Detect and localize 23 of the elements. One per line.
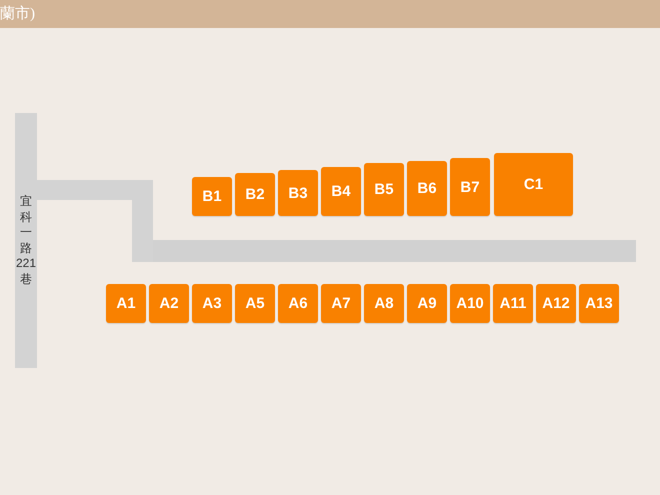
parking-space: B6 [407,161,447,216]
parking-space: B4 [321,167,361,216]
road [15,113,37,368]
parking-space: A13 [579,284,619,323]
parking-space: C1 [494,153,573,216]
parking-space: B1 [192,177,232,216]
parking-space: A9 [407,284,447,323]
parking-space: A2 [149,284,189,323]
parking-space: A1 [106,284,146,323]
heading: 蘭市) [0,5,35,23]
parking-space: B3 [278,170,318,216]
parking-space: A6 [278,284,318,323]
parking-space: A12 [536,284,576,323]
parking-space: A11 [493,284,533,323]
parking-space: B5 [364,163,404,216]
parking-space: A10 [450,284,490,323]
parking-space: B7 [450,158,490,216]
parking-space: B2 [235,173,275,216]
parking-space: A8 [364,284,404,323]
parking-space: A5 [235,284,275,323]
road-name: 宜科一路221巷 [15,194,37,287]
parking-space: A3 [192,284,232,323]
parking-space: A7 [321,284,361,323]
